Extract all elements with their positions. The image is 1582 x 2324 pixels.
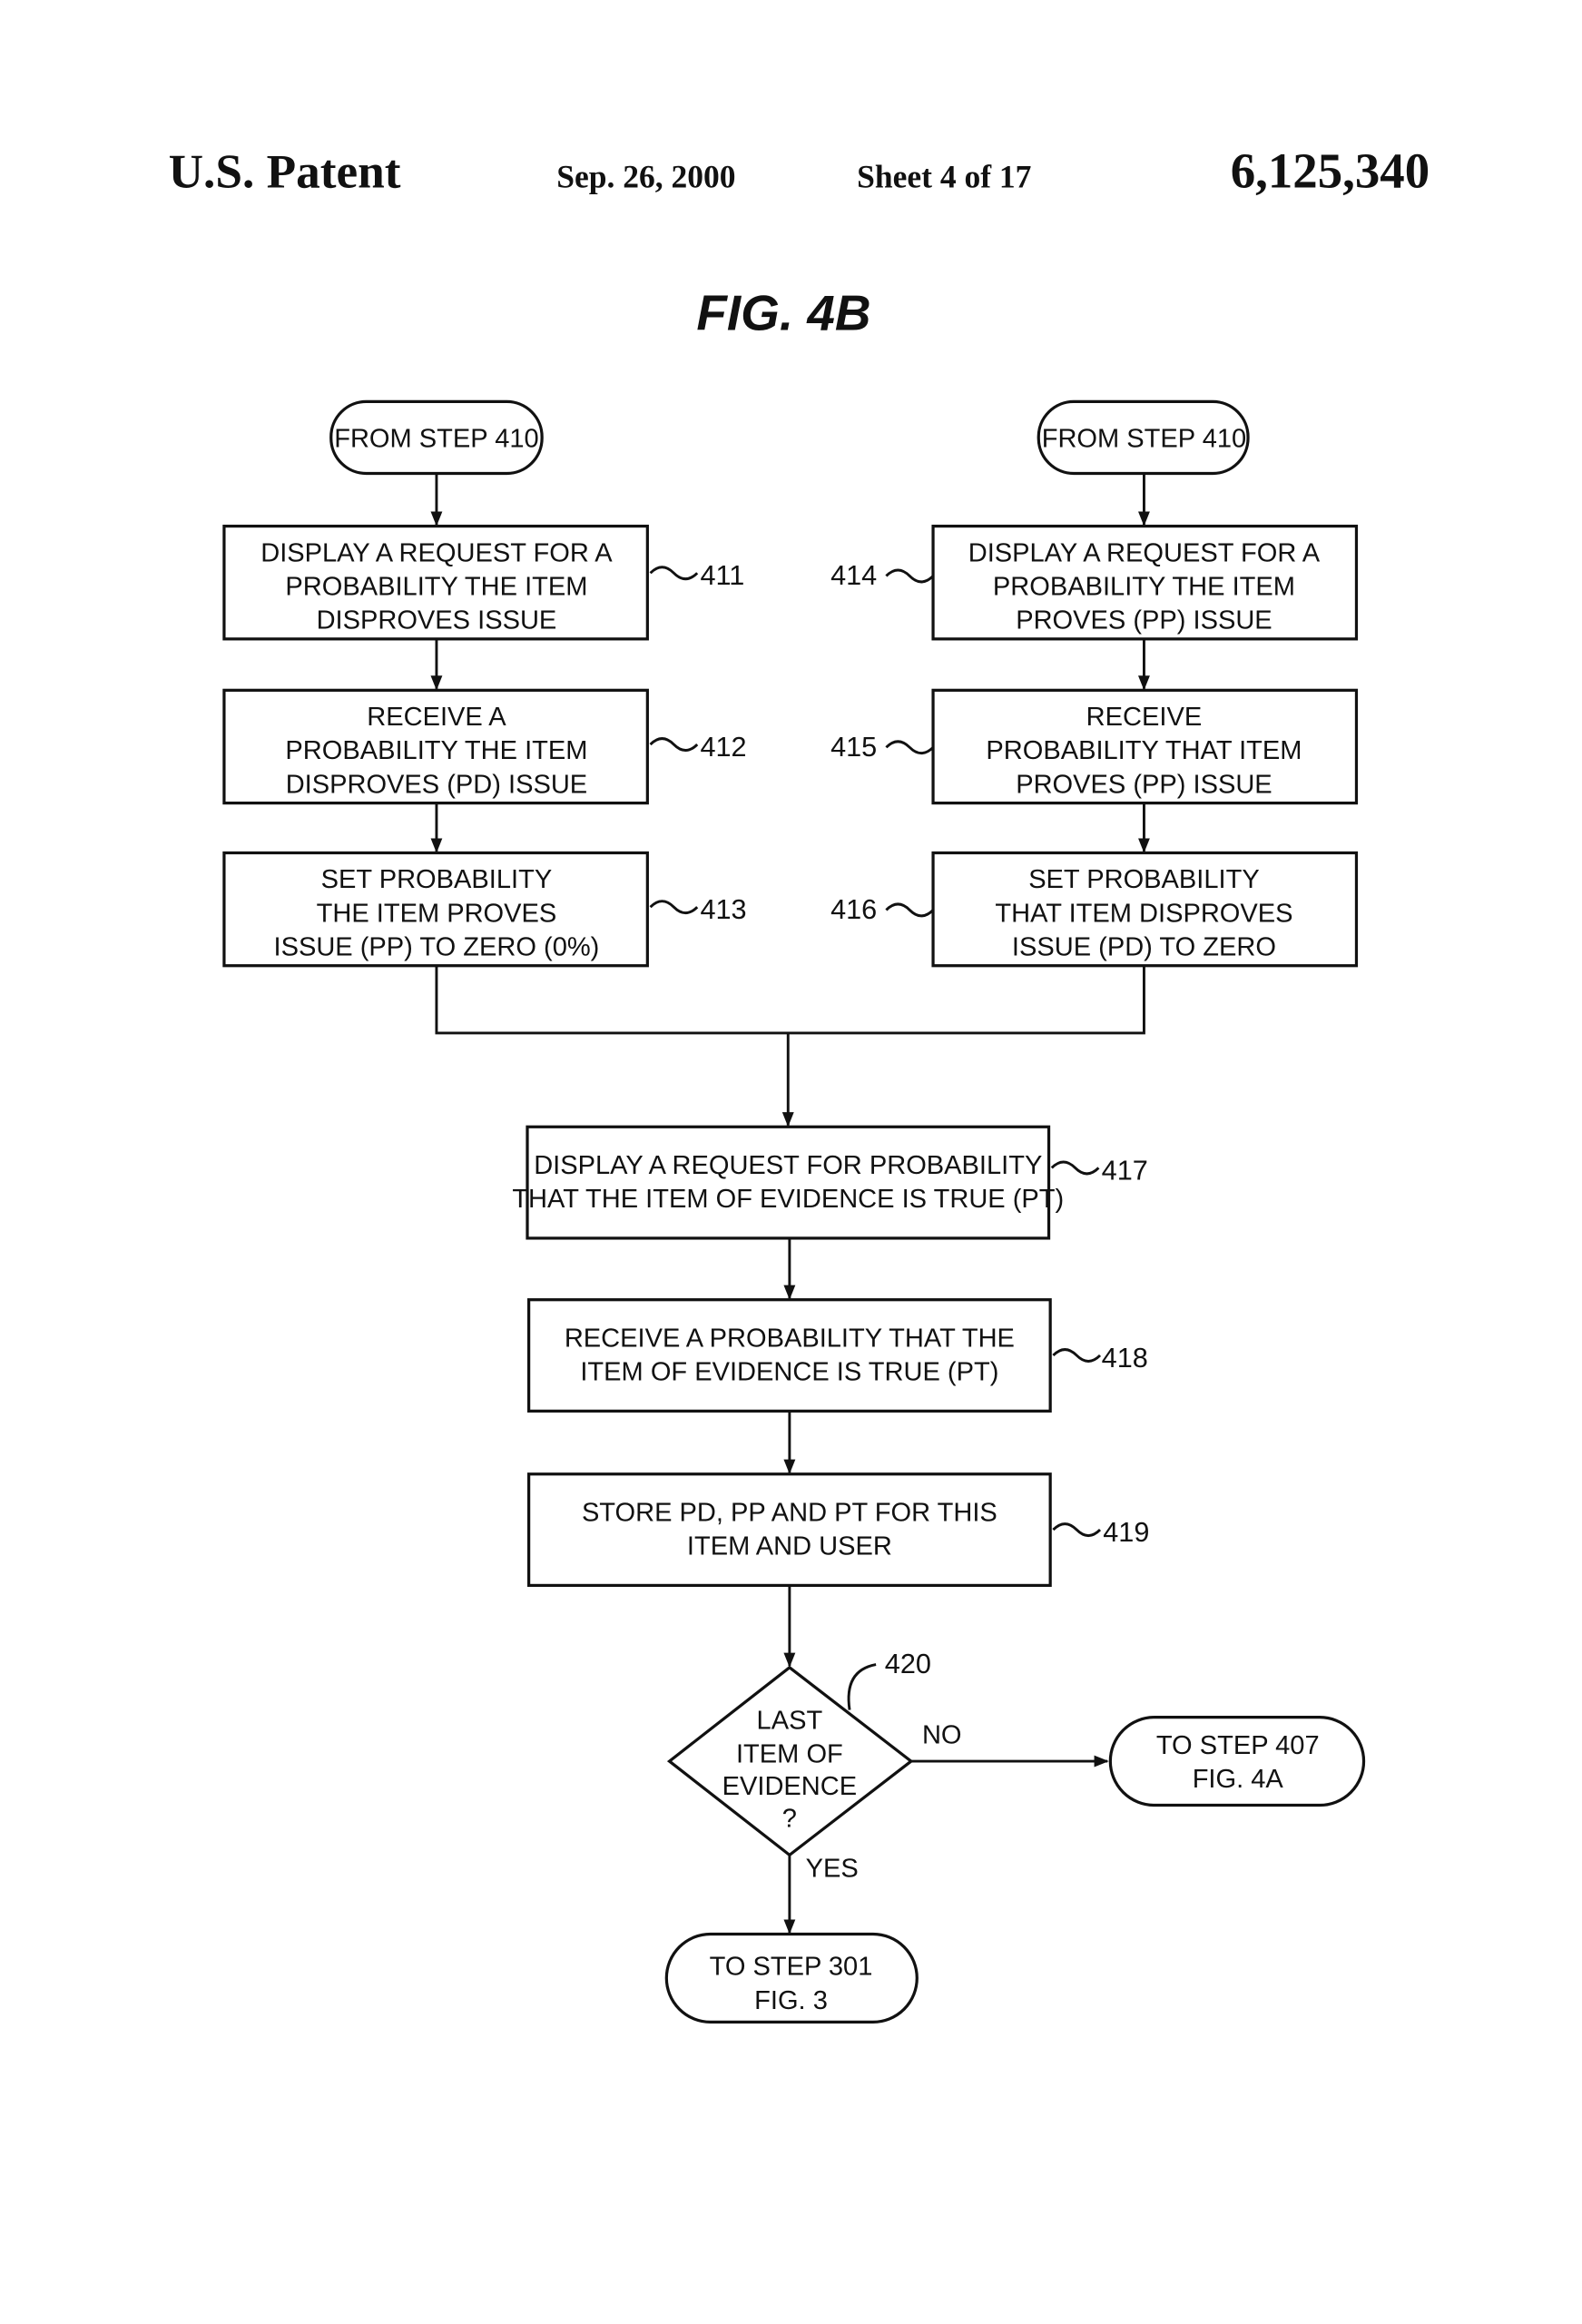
leader-417: [1050, 1160, 1100, 1176]
step-413-box: SET PROBABILITY THE ITEM PROVES ISSUE (P…: [222, 851, 649, 968]
svg-text:TO STEP 407: TO STEP 407: [1156, 1731, 1320, 1760]
yes-label: YES: [806, 1855, 859, 1884]
svg-text:ISSUE (PP) TO ZERO (0%): ISSUE (PP) TO ZERO (0%): [274, 932, 600, 961]
ref-420: 420: [885, 1649, 931, 1679]
to-step-407-terminal: TO STEP 407 FIG. 4A: [1108, 1716, 1366, 1807]
header-sheet: Sheet 4 of 17: [857, 159, 1031, 195]
decision-420-diamond: LAST ITEM OF EVIDENCE ?: [666, 1665, 914, 1857]
ref-417: 417: [1102, 1155, 1148, 1186]
leader-420: [847, 1663, 877, 1710]
ref-412: 412: [700, 732, 746, 763]
ref-418: 418: [1102, 1343, 1148, 1374]
svg-text:STORE PD, PP AND PT FOR THIS: STORE PD, PP AND PT FOR THIS: [582, 1498, 997, 1527]
svg-text:DISPROVES ISSUE: DISPROVES ISSUE: [317, 606, 557, 635]
svg-text:RECEIVE: RECEIVE: [1086, 703, 1203, 732]
leader-416: [885, 902, 935, 918]
svg-text:FROM STEP 410: FROM STEP 410: [1042, 424, 1246, 453]
svg-text:EVIDENCE: EVIDENCE: [722, 1772, 858, 1801]
merge-connector: [435, 965, 1145, 1035]
header-date: Sep. 26, 2000: [556, 159, 735, 195]
step-415-box: RECEIVE PROBABILITY THAT ITEM PROVES (PP…: [931, 688, 1359, 805]
figure-title: FIG. 4B: [696, 284, 870, 340]
step-412-box: RECEIVE A PROBABILITY THE ITEM DISPROVES…: [222, 688, 649, 805]
svg-text:RECEIVE A PROBABILITY THAT THE: RECEIVE A PROBABILITY THAT THE: [565, 1324, 1015, 1353]
leader-413: [649, 900, 699, 915]
ref-416: 416: [830, 894, 877, 925]
svg-text:PROBABILITY THAT ITEM: PROBABILITY THAT ITEM: [986, 736, 1302, 765]
svg-text:RECEIVE A: RECEIVE A: [367, 703, 506, 732]
leader-411: [649, 566, 699, 581]
svg-text:PROBABILITY THE ITEM: PROBABILITY THE ITEM: [993, 572, 1295, 601]
svg-text:DISPROVES (PD) ISSUE: DISPROVES (PD) ISSUE: [286, 770, 588, 799]
header-left: U.S. Patent: [169, 145, 401, 199]
svg-text:LAST: LAST: [757, 1707, 823, 1736]
ref-414: 414: [830, 560, 877, 591]
left-start-terminal: FROM STEP 410: [329, 399, 544, 476]
step-419-box: STORE PD, PP AND PT FOR THIS ITEM AND US…: [527, 1472, 1052, 1588]
ref-415: 415: [830, 732, 877, 763]
svg-text:THAT ITEM DISPROVES: THAT ITEM DISPROVES: [995, 899, 1292, 928]
svg-text:PROBABILITY THE ITEM: PROBABILITY THE ITEM: [285, 736, 587, 765]
leader-414: [885, 568, 935, 584]
to-step-301-terminal: TO STEP 301 FIG. 3: [664, 1932, 919, 2024]
svg-text:SET PROBABILITY: SET PROBABILITY: [321, 865, 553, 894]
step-414-box: DISPLAY A REQUEST FOR A PROBABILITY THE …: [931, 524, 1359, 641]
svg-text:ISSUE (PD) TO ZERO: ISSUE (PD) TO ZERO: [1012, 932, 1276, 961]
svg-text:PROBABILITY THE ITEM: PROBABILITY THE ITEM: [285, 572, 587, 601]
svg-text:FROM STEP 410: FROM STEP 410: [334, 424, 538, 453]
svg-text:?: ?: [782, 1805, 797, 1834]
leader-412: [649, 737, 699, 752]
step-418-box: RECEIVE A PROBABILITY THAT THE ITEM OF E…: [527, 1298, 1052, 1413]
no-label: NO: [922, 1721, 962, 1750]
svg-text:ITEM OF EVIDENCE IS TRUE (PT): ITEM OF EVIDENCE IS TRUE (PT): [580, 1357, 998, 1386]
svg-text:SET PROBABILITY: SET PROBABILITY: [1028, 865, 1260, 894]
svg-text:TO STEP 301: TO STEP 301: [710, 1953, 873, 1982]
ref-413: 413: [700, 894, 746, 925]
step-416-box: SET PROBABILITY THAT ITEM DISPROVES ISSU…: [931, 851, 1359, 968]
svg-text:ITEM AND USER: ITEM AND USER: [687, 1532, 892, 1561]
svg-text:FIG. 4A: FIG. 4A: [1193, 1765, 1284, 1794]
leader-418: [1052, 1348, 1102, 1363]
svg-text:THAT THE ITEM OF EVIDENCE IS T: THAT THE ITEM OF EVIDENCE IS TRUE (PT): [512, 1185, 1064, 1214]
svg-text:THE ITEM PROVES: THE ITEM PROVES: [317, 899, 557, 928]
svg-text:DISPLAY A REQUEST FOR A: DISPLAY A REQUEST FOR A: [260, 538, 613, 567]
svg-text:PROVES (PP) ISSUE: PROVES (PP) ISSUE: [1016, 770, 1272, 799]
svg-text:DISPLAY A REQUEST FOR A: DISPLAY A REQUEST FOR A: [968, 538, 1321, 567]
leader-415: [885, 740, 935, 755]
step-411-box: DISPLAY A REQUEST FOR A PROBABILITY THE …: [222, 524, 649, 641]
leader-419: [1052, 1522, 1102, 1537]
step-417-box: DISPLAY A REQUEST FOR PROBABILITY THAT T…: [512, 1125, 1064, 1240]
svg-text:FIG. 3: FIG. 3: [754, 1986, 828, 2015]
header-patent-number: 6,125,340: [1231, 143, 1430, 199]
svg-text:DISPLAY A REQUEST FOR PROBABIL: DISPLAY A REQUEST FOR PROBABILITY: [534, 1151, 1042, 1180]
ref-419: 419: [1103, 1517, 1149, 1548]
svg-text:ITEM OF: ITEM OF: [736, 1740, 843, 1769]
ref-411: 411: [700, 560, 744, 591]
svg-text:PROVES (PP) ISSUE: PROVES (PP) ISSUE: [1016, 606, 1272, 635]
right-start-terminal: FROM STEP 410: [1037, 399, 1250, 476]
